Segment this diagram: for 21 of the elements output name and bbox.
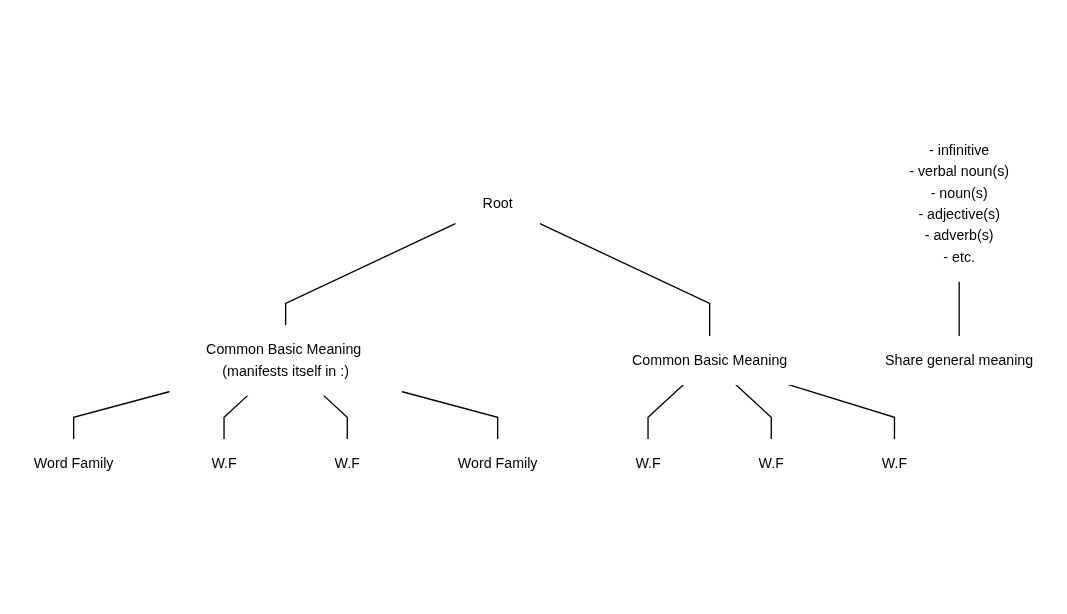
node-text: Root	[482, 195, 513, 211]
connector	[223, 394, 249, 441]
connector	[322, 394, 348, 441]
connector	[647, 383, 685, 441]
node-text: W.F	[758, 455, 784, 471]
node-text: W.F	[334, 455, 360, 471]
connector	[958, 280, 960, 338]
node-text: W.F	[211, 455, 237, 471]
node-text: Word Family	[457, 455, 538, 471]
connector	[538, 222, 711, 338]
connector	[284, 222, 457, 327]
node-text: W.F	[635, 455, 661, 471]
connector	[400, 390, 499, 441]
connector	[73, 390, 171, 441]
node-text: Share general meaning	[885, 352, 1034, 368]
connector	[734, 383, 772, 441]
node-text: - infinitive - verbal noun(s) - noun(s) - adjective(s) - adverb(s) - etc.	[909, 142, 1010, 265]
node-text: W.F	[881, 455, 908, 471]
node-text: Common Basic Meaning	[632, 352, 788, 368]
node-text: Word Family	[33, 455, 114, 471]
node-text: Common Basic Meaning (manifests itself in :)	[206, 341, 362, 379]
